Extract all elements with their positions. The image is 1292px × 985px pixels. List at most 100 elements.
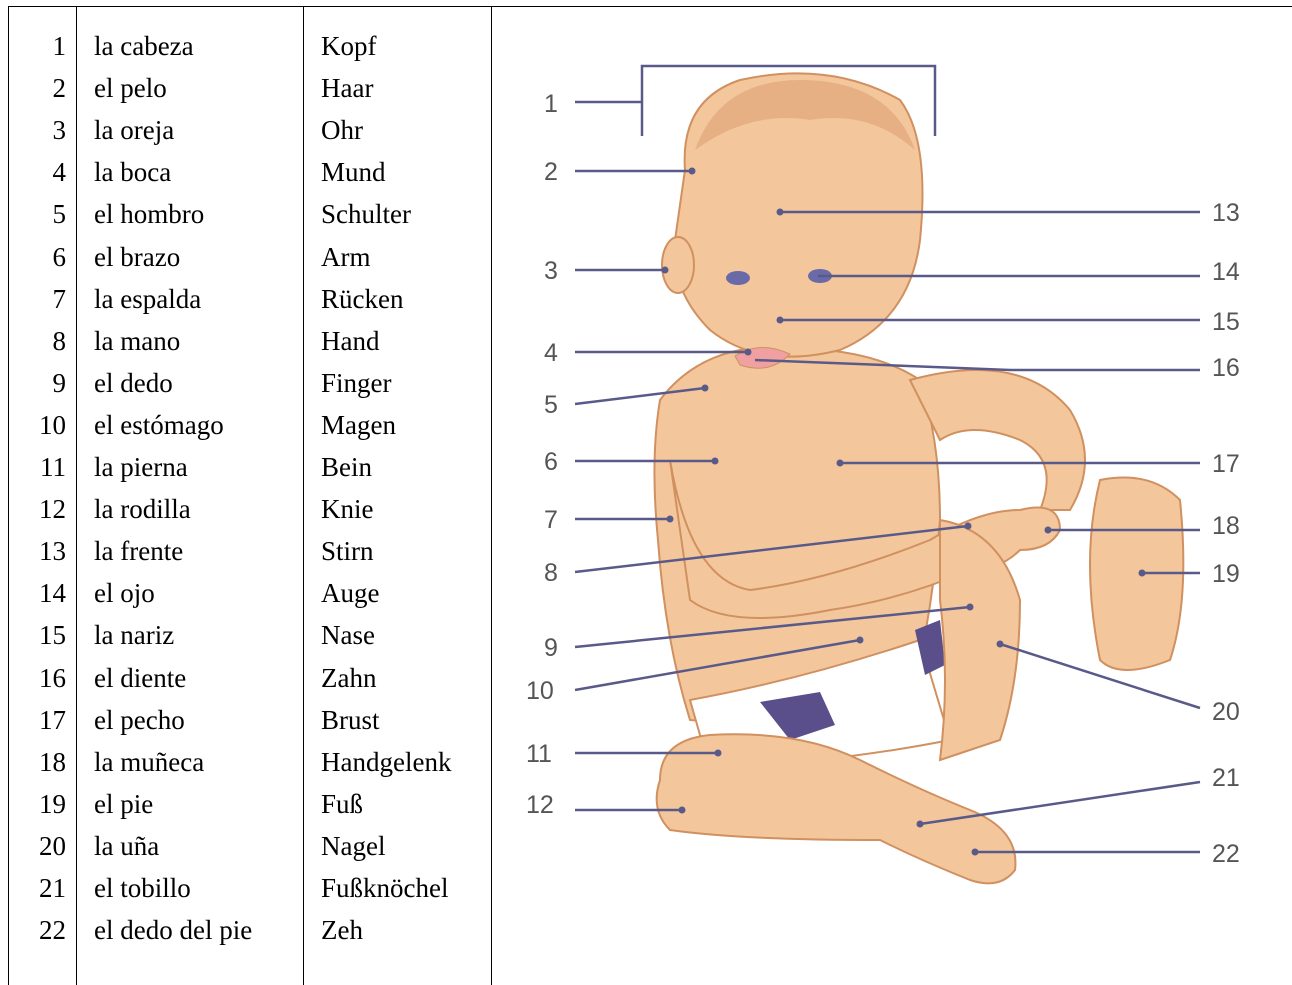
vocab-number: 15 — [8, 614, 66, 656]
vocab-row: 8 la mano Hand — [0, 320, 491, 362]
vocab-number: 11 — [8, 446, 66, 488]
baby-illustration — [654, 73, 1183, 883]
leader-21 — [920, 782, 1200, 824]
vocab-german: Zeh — [321, 909, 363, 951]
diagram-label: 11 — [526, 740, 552, 768]
diagram-label: 7 — [544, 506, 558, 534]
vocab-german: Bein — [321, 446, 372, 488]
diagram-label: 16 — [1212, 354, 1240, 382]
vocab-number: 22 — [8, 909, 66, 951]
vocab-german: Auge — [321, 572, 379, 614]
vocab-row: 11 la pierna Bein — [0, 446, 491, 488]
vocab-number: 2 — [8, 67, 66, 109]
vocab-number: 21 — [8, 867, 66, 909]
vocab-german: Finger — [321, 362, 392, 404]
vocab-german: Handgelenk — [321, 741, 451, 783]
vocab-spanish: el hombro — [94, 193, 204, 235]
vocab-german: Arm — [321, 236, 371, 278]
diagram-label: 18 — [1212, 512, 1240, 540]
diagram-label: 13 — [1212, 199, 1240, 227]
vocab-spanish: la pierna — [94, 446, 188, 488]
diagram-label: 14 — [1212, 258, 1240, 286]
diagram-label: 8 — [544, 559, 558, 587]
vocab-row: 5el hombroSchulter — [0, 193, 491, 235]
diagram-label: 15 — [1212, 308, 1240, 336]
diagram-label: 20 — [1212, 698, 1240, 726]
vocab-spanish: la nariz — [94, 614, 174, 656]
ear — [662, 237, 694, 293]
vocab-german: Kopf — [321, 25, 377, 67]
vocab-row: 16 el diente Zahn — [0, 657, 491, 699]
vocab-spanish: el pie — [94, 783, 153, 825]
vocab-spanish: la espalda — [94, 278, 201, 320]
diagram-label: 9 — [544, 634, 558, 662]
diagram-label: 21 — [1212, 764, 1240, 792]
vocab-german: Mund — [321, 151, 386, 193]
vocab-spanish: el pecho — [94, 699, 185, 741]
diagram-label: 17 — [1212, 450, 1240, 478]
vocab-german: Brust — [321, 699, 380, 741]
column-divider-german — [491, 6, 492, 985]
vocab-number: 13 — [8, 530, 66, 572]
vocab-spanish: el pelo — [94, 67, 167, 109]
vocab-german: Ohr — [321, 109, 363, 151]
vocab-spanish: la boca — [94, 151, 171, 193]
vocab-number: 19 — [8, 783, 66, 825]
vocab-spanish: el diente — [94, 657, 186, 699]
vocab-row: 9 el dedo Finger — [0, 362, 491, 404]
diagram-label: 12 — [526, 791, 554, 819]
vocab-number: 18 — [8, 741, 66, 783]
vocab-german: Nase — [321, 614, 375, 656]
vocab-german: Zahn — [321, 657, 376, 699]
vocab-spanish: la frente — [94, 530, 183, 572]
diagram-label: 5 — [544, 391, 558, 419]
diagram-label: 6 — [544, 448, 558, 476]
vocab-row: 12la rodillaKnie — [0, 488, 491, 530]
vocab-german: Fuß — [321, 783, 363, 825]
vocab-spanish: el ojo — [94, 572, 155, 614]
vocab-spanish: la cabeza — [94, 25, 194, 67]
vocab-number: 3 — [8, 109, 66, 151]
vocab-spanish: la mano — [94, 320, 180, 362]
vocab-row: 2 el pelo Haar — [0, 67, 491, 109]
vocab-number: 16 — [8, 657, 66, 699]
diagram-label: 22 — [1212, 840, 1240, 868]
vocab-spanish: la muñeca — [94, 741, 204, 783]
vocab-spanish: la uña — [94, 825, 159, 867]
diagram-label: 1 — [544, 90, 558, 118]
vocab-german: Hand — [321, 320, 379, 362]
diagram-label: 4 — [544, 339, 558, 367]
vocab-row: 4 la boca Mund — [0, 151, 491, 193]
vocab-row: 1la cabezaKopf — [0, 25, 491, 67]
vocab-row: 13 la frente Stirn — [0, 530, 491, 572]
vocab-german: Haar — [321, 67, 373, 109]
diagram-label: 2 — [544, 158, 558, 186]
vocab-german: Stirn — [321, 530, 374, 572]
vocab-row: 19 el pie Fuß — [0, 783, 491, 825]
vocab-number: 12 — [8, 488, 66, 530]
leg-bottom — [657, 734, 1016, 883]
vocab-row: 10 el estómago Magen — [0, 404, 491, 446]
vocab-spanish: el dedo — [94, 362, 173, 404]
vocab-number: 8 — [8, 320, 66, 362]
vocab-german: Nagel — [321, 825, 385, 867]
vocab-number: 9 — [8, 362, 66, 404]
vocab-german: Knie — [321, 488, 373, 530]
vocab-spanish: el estómago — [94, 404, 224, 446]
vocab-number: 7 — [8, 278, 66, 320]
baby-diagram: 1 2 3 4 5 6 7 8 9 10 11 12 13 14 15 16 1… — [500, 40, 1290, 920]
eye-left — [726, 271, 750, 285]
vocab-number: 4 — [8, 151, 66, 193]
vocab-number: 10 — [8, 404, 66, 446]
vocab-german: Magen — [321, 404, 396, 446]
vocab-spanish: el brazo — [94, 236, 180, 278]
vocab-row: 6el brazoArm — [0, 236, 491, 278]
vocab-number: 5 — [8, 193, 66, 235]
diagram-label: 3 — [544, 257, 558, 285]
